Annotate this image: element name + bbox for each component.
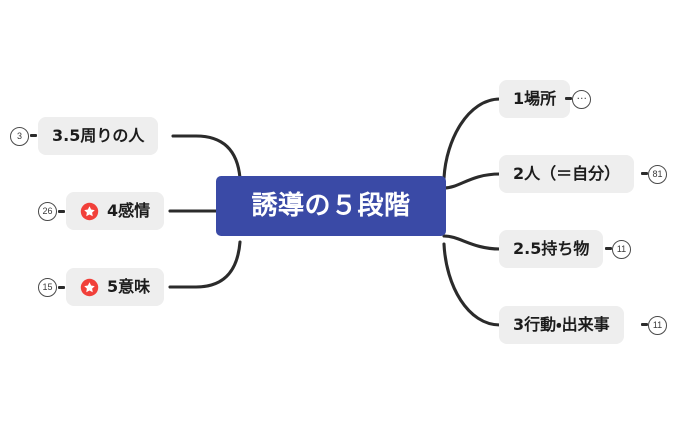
- badge-count-right-2[interactable]: 81: [648, 165, 667, 184]
- badge-count-left-1[interactable]: 3: [10, 127, 29, 146]
- ellipsis-icon: …: [576, 90, 587, 102]
- badge-count-right-3[interactable]: 11: [612, 240, 631, 259]
- badge-label: 81: [652, 169, 663, 179]
- badge-stub-right-3: [605, 247, 612, 250]
- badge-count-left-2[interactable]: 26: [38, 202, 57, 221]
- badge-count-right-4[interactable]: 11: [648, 316, 667, 335]
- node-1-basho[interactable]: 1場所: [499, 80, 571, 118]
- node-label: 1場所: [513, 89, 557, 108]
- badge-label: 11: [652, 320, 663, 330]
- badge-ellipsis-right-1[interactable]: …: [572, 90, 591, 109]
- star-icon: [80, 202, 99, 220]
- node-3-5-mawari-no-hito[interactable]: 3.5周りの人: [38, 117, 159, 155]
- badge-stub-right-1: [565, 97, 572, 100]
- edge-left-1: [171, 134, 242, 180]
- node-3-koudou-dekigoto[interactable]: 3行動・出来事: [499, 306, 624, 344]
- badge-stub-right-2: [641, 172, 648, 175]
- root-node[interactable]: 誘導の５段階: [216, 176, 446, 236]
- edge-right-3: [442, 234, 502, 251]
- badge-label: 15: [42, 282, 53, 292]
- edge-right-4: [442, 242, 502, 327]
- badge-stub-left-1: [30, 134, 37, 137]
- badge-label: 26: [42, 206, 53, 216]
- badge-label: 3: [16, 131, 22, 141]
- node-label: 2人（＝自分）: [513, 164, 621, 183]
- badge-stub-right-4: [641, 323, 648, 326]
- badge-label: 11: [616, 244, 627, 254]
- badge-stub-left-2: [58, 210, 65, 213]
- edge-left-3: [168, 240, 242, 289]
- star-icon: [80, 278, 99, 296]
- node-label: 4感情: [107, 201, 151, 220]
- node-4-kanjou[interactable]: 4感情: [66, 192, 165, 230]
- root-node-label: 誘導の５段階: [251, 191, 411, 221]
- edge-right-2: [442, 172, 502, 190]
- node-5-imi[interactable]: 5意味: [66, 268, 165, 306]
- badge-stub-left-3: [58, 286, 65, 289]
- edge-right-1: [442, 97, 502, 180]
- node-label: 2.5持ち物: [513, 239, 590, 258]
- node-2-hito-jibun[interactable]: 2人（＝自分）: [499, 155, 635, 193]
- node-label: 3.5周りの人: [52, 126, 145, 145]
- node-label: 5意味: [107, 277, 151, 296]
- node-2-5-mochimono[interactable]: 2.5持ち物: [499, 230, 604, 268]
- badge-count-left-3[interactable]: 15: [38, 278, 57, 297]
- node-label: 3行動・出来事: [513, 315, 610, 334]
